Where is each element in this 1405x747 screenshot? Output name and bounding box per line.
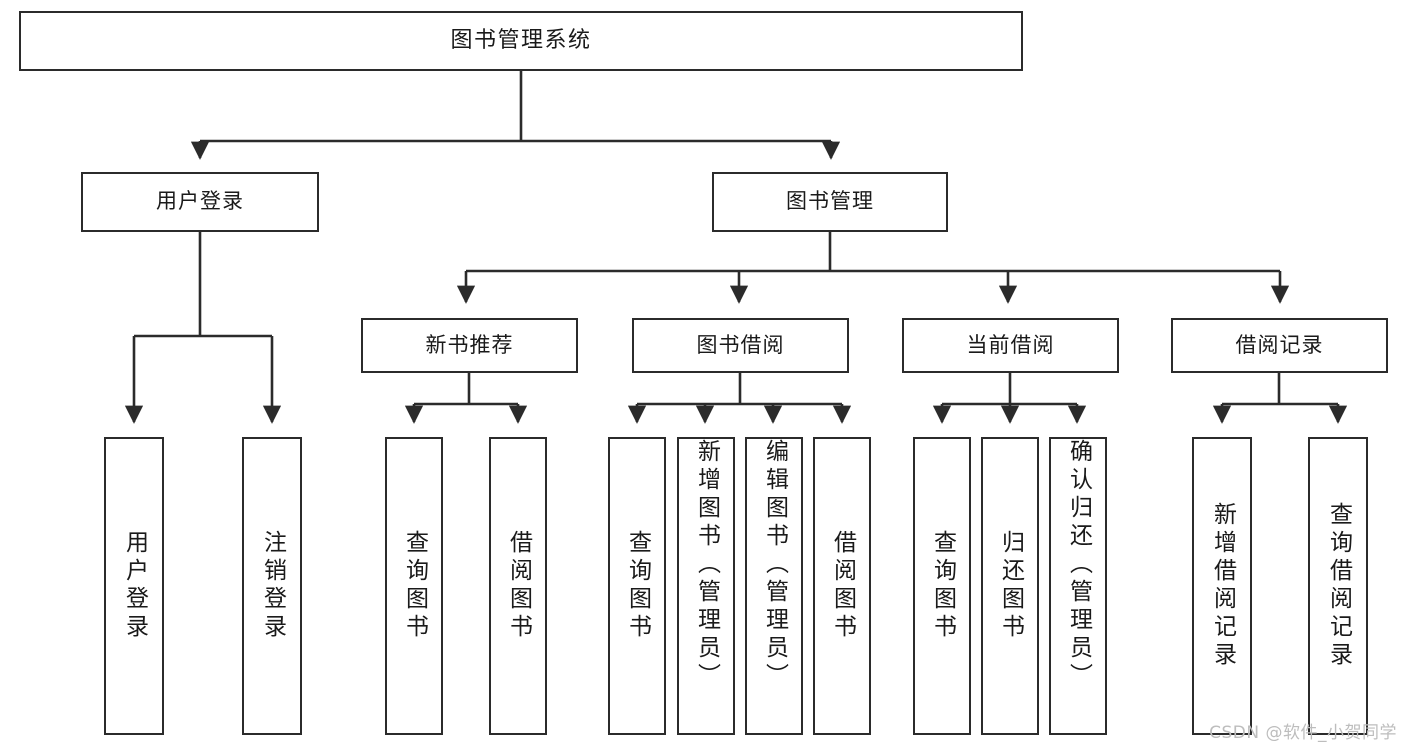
node-label: 图书借阅	[696, 332, 785, 357]
node-label: 图书管理系统	[450, 27, 592, 53]
leaf-logout[interactable]: 注销登录	[242, 437, 302, 735]
leaf-query-book-current[interactable]: 查询图书	[913, 437, 971, 735]
node-label: 当前借阅	[966, 332, 1055, 357]
node-label: 确认归还（管理员）	[1065, 439, 1092, 691]
watermark: CSDN @软件_小贺同学	[1209, 723, 1397, 743]
node-label: 归还图书	[997, 530, 1024, 642]
node-book-management[interactable]: 图书管理	[712, 172, 948, 232]
leaf-add-borrow-record[interactable]: 新增借阅记录	[1192, 437, 1252, 735]
node-label: 新增借阅记录	[1209, 502, 1236, 670]
node-label: 借阅记录	[1235, 332, 1324, 357]
node-current-borrow[interactable]: 当前借阅	[902, 318, 1119, 373]
node-label: 编辑图书（管理员）	[761, 439, 788, 691]
node-label: 查询图书	[401, 530, 428, 642]
node-user-login[interactable]: 用户登录	[81, 172, 319, 232]
leaf-user-login[interactable]: 用户登录	[104, 437, 164, 735]
node-label: 借阅图书	[505, 530, 532, 642]
leaf-edit-book-admin[interactable]: 编辑图书（管理员）	[745, 437, 803, 735]
node-label: 图书管理	[786, 189, 874, 214]
leaf-return-book[interactable]: 归还图书	[981, 437, 1039, 735]
leaf-add-book-admin[interactable]: 新增图书（管理员）	[677, 437, 735, 735]
node-label: 新增图书（管理员）	[693, 439, 720, 691]
node-label: 用户登录	[156, 189, 244, 214]
leaf-query-book-recommend[interactable]: 查询图书	[385, 437, 443, 735]
leaf-query-book-borrow[interactable]: 查询图书	[608, 437, 666, 735]
node-label: 查询图书	[929, 530, 956, 642]
node-borrow-records[interactable]: 借阅记录	[1171, 318, 1388, 373]
node-label: 注销登录	[259, 530, 286, 642]
leaf-borrow-book-borrow[interactable]: 借阅图书	[813, 437, 871, 735]
node-label: 借阅图书	[829, 530, 856, 642]
leaf-borrow-book-recommend[interactable]: 借阅图书	[489, 437, 547, 735]
leaf-confirm-return-admin[interactable]: 确认归还（管理员）	[1049, 437, 1107, 735]
leaf-query-borrow-record[interactable]: 查询借阅记录	[1308, 437, 1368, 735]
node-root-book-management-system[interactable]: 图书管理系统	[19, 11, 1023, 71]
node-label: 查询图书	[624, 530, 651, 642]
node-book-borrow[interactable]: 图书借阅	[632, 318, 849, 373]
node-label: 新书推荐	[425, 332, 514, 357]
node-label: 查询借阅记录	[1325, 502, 1352, 670]
node-label: 用户登录	[121, 530, 148, 642]
node-new-book-recommend[interactable]: 新书推荐	[361, 318, 578, 373]
